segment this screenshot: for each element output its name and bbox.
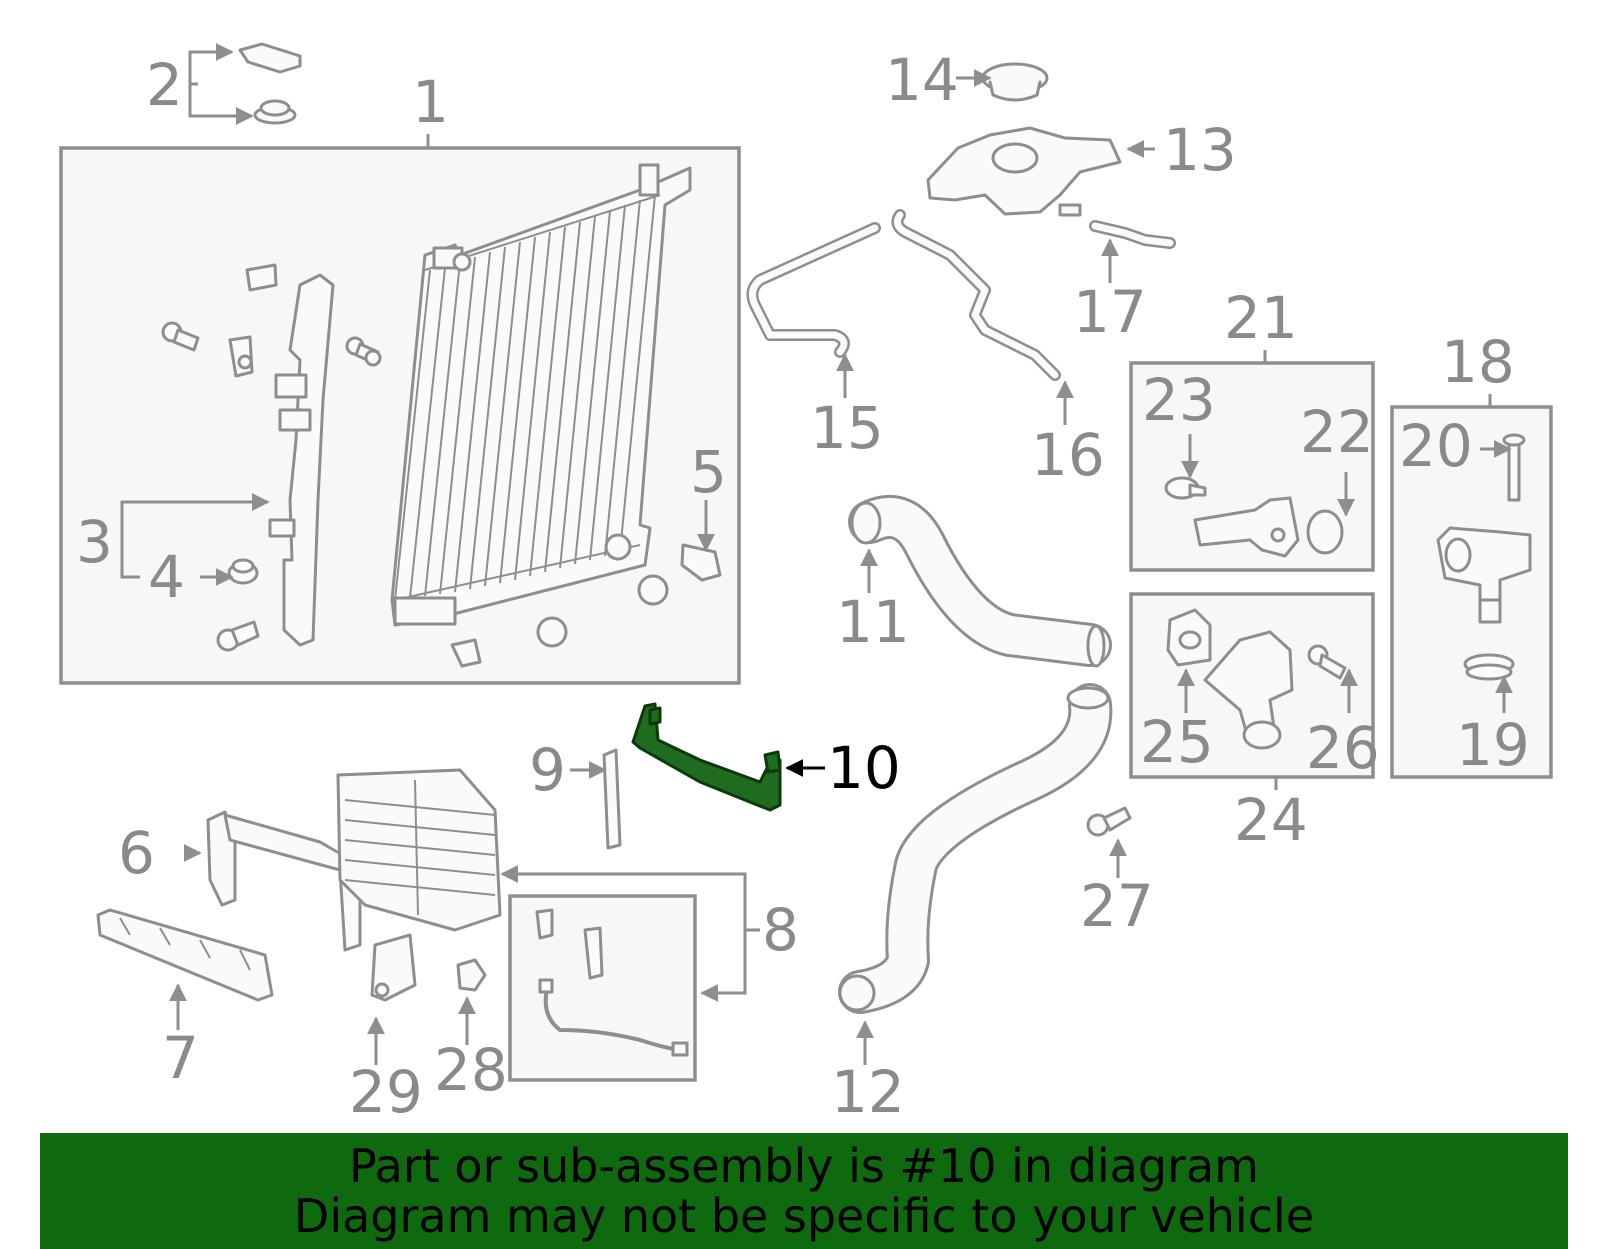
- callout-16[interactable]: 16: [1031, 421, 1105, 489]
- hose-17: [1089, 220, 1176, 249]
- baffle-part-9: [602, 748, 622, 850]
- callout-3[interactable]: 3: [76, 508, 113, 576]
- callout-24[interactable]: 24: [1234, 786, 1308, 854]
- lower-deflector-part-7: [96, 908, 274, 1002]
- callout-6[interactable]: 6: [118, 819, 155, 887]
- bolt-part-27: [1086, 806, 1132, 837]
- callout-4[interactable]: 4: [148, 543, 185, 611]
- wiring-harness-part: [535, 908, 689, 1057]
- callout-1[interactable]: 1: [412, 68, 449, 136]
- overflow-hose-15: [746, 222, 881, 358]
- thermostat-housing-24: [1166, 608, 1347, 750]
- callout-labels: 1 2 3 4 5 6 7 8 9 10 11 12 13 14 15 16 1…: [76, 46, 1530, 1126]
- surge-tank-part: [926, 126, 1122, 217]
- callout-22[interactable]: 22: [1300, 398, 1374, 466]
- callout-10[interactable]: 10: [827, 734, 901, 802]
- air-deflector-part-6: [206, 810, 362, 952]
- nut-part-28: [456, 958, 487, 992]
- callout-15[interactable]: 15: [810, 394, 884, 462]
- callout-19[interactable]: 19: [1456, 711, 1530, 779]
- callout-14[interactable]: 14: [885, 46, 959, 114]
- callout-12[interactable]: 12: [831, 1058, 905, 1126]
- banner-line-part-number: Part or sub-assembly is #10 in diagram: [349, 1139, 1259, 1193]
- thermostat-group-box-18: [1390, 405, 1553, 779]
- callout-7[interactable]: 7: [162, 1024, 199, 1092]
- callout-13[interactable]: 13: [1163, 116, 1237, 184]
- side-baffle-part: [268, 273, 335, 647]
- thermostat-part-18: [1436, 433, 1532, 681]
- lower-radiator-hose-12: [838, 683, 1113, 1014]
- radiator-cap-part: [981, 62, 1049, 102]
- callout-11[interactable]: 11: [836, 588, 910, 656]
- callout-29[interactable]: 29: [349, 1058, 423, 1126]
- callout-18[interactable]: 18: [1441, 328, 1515, 396]
- highlighted-part-10[interactable]: [631, 702, 782, 812]
- callout-23[interactable]: 23: [1142, 366, 1216, 434]
- overflow-hose-16: [891, 209, 1061, 381]
- callout-5[interactable]: 5: [690, 438, 727, 506]
- callout-21[interactable]: 21: [1224, 284, 1298, 352]
- callout-9[interactable]: 9: [529, 736, 566, 804]
- clip-parts-2: [238, 42, 302, 125]
- leader-lines: [120, 43, 1513, 1065]
- callout-25[interactable]: 25: [1140, 708, 1214, 776]
- callout-20[interactable]: 20: [1399, 412, 1473, 480]
- callout-26[interactable]: 26: [1306, 714, 1380, 782]
- bracket-part-29: [370, 933, 417, 1002]
- info-banner: Part or sub-assembly is #10 in diagram D…: [40, 1133, 1568, 1249]
- upper-radiator-hose-11: [848, 495, 1112, 668]
- callout-27[interactable]: 27: [1080, 872, 1154, 940]
- callout-2[interactable]: 2: [146, 51, 183, 119]
- callout-28[interactable]: 28: [434, 1036, 508, 1104]
- radiator-part: [390, 163, 692, 627]
- shutter-assembly-8: [336, 768, 502, 932]
- banner-line-disclaimer: Diagram may not be specific to your vehi…: [293, 1189, 1315, 1243]
- callout-17[interactable]: 17: [1073, 278, 1147, 346]
- radiator-hardware: [161, 263, 722, 668]
- callout-8[interactable]: 8: [762, 896, 799, 964]
